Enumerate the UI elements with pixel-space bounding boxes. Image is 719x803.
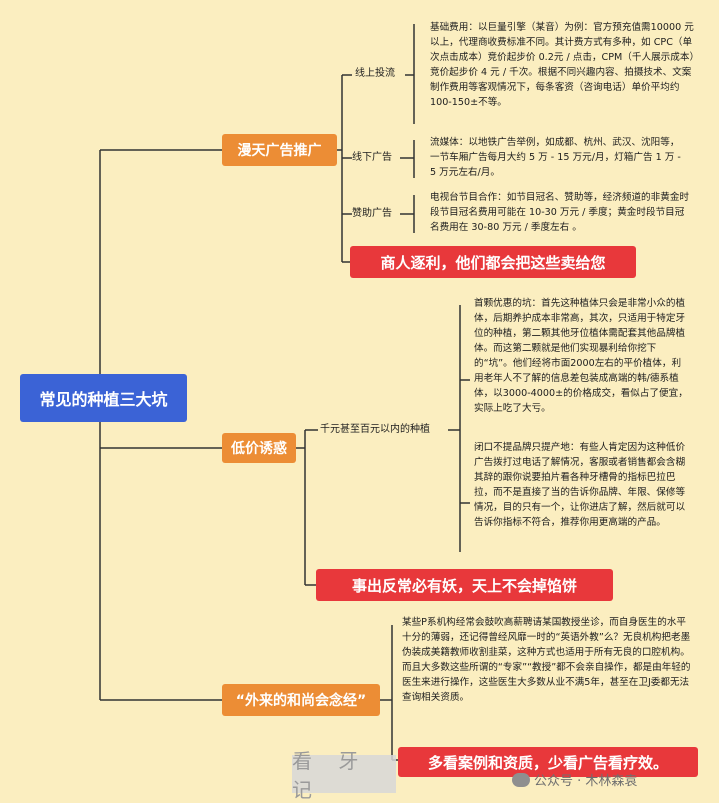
root-node: 常见的种植三大坑 (20, 374, 187, 422)
category-label: 漫天广告推广 (237, 143, 322, 159)
foreign-monk-text: 某些P系机构经常会鼓吹高薪聘请某国教授坐诊，而自身医生的水平十分的薄弱，还记得曾… (402, 617, 691, 703)
first-implant-text: 首颗优惠的坑：首先这种植体只会是非常小众的植体，后期养护成本非常高，其次，只适用… (474, 298, 688, 414)
highlight-label: 商人逐利，他们都会把这些卖给您 (380, 253, 606, 272)
category-foreign-monk: “外来的和尚会念经” (222, 684, 380, 716)
category-label: 低价诱惑 (231, 441, 287, 457)
category-low-price: 低价诱惑 (222, 433, 296, 463)
highlight-check-cases: 多看案例和资质，少看广告看疗效。 (398, 747, 698, 777)
subtopic-cheap-implant: 千元甚至百元以内的种植 (320, 424, 430, 435)
highlight-label: 事出反常必有妖，天上不会掉馅饼 (351, 576, 577, 595)
watermark-account-label: 公众号 · 木林森袁 (534, 774, 638, 789)
root-label: 常见的种植三大坑 (39, 390, 168, 409)
subtopic-online-ads: 线上投流 (355, 68, 395, 79)
wechat-icon (512, 772, 530, 787)
sponsor-ads-text: 电视台节目合作：如节目冠名、赞助等，经济频道的非黄金时段节目冠名费用可能在 10… (430, 192, 690, 233)
subtopic-sponsor-ads: 赞助广告 (352, 208, 392, 219)
watermark-account: 公众号 · 木林森袁 (512, 770, 637, 789)
highlight-merchants: 商人逐利，他们都会把这些卖给您 (350, 246, 636, 278)
brand-origin-text: 闭口不提品牌只提产地：有些人肯定因为这种低价广告拨打过电话了解情况，客服或者销售… (474, 442, 686, 528)
highlight-no-free-lunch: 事出反常必有妖，天上不会掉馅饼 (316, 569, 613, 601)
subtopic-offline-ads: 线下广告 (352, 152, 392, 163)
offline-ads-text: 流媒体：以地铁广告举例，如成都、杭州、武汉、沈阳等，一节车厢广告每月大约 5 万… (430, 137, 681, 178)
watermark-left: 看 牙 记 (292, 749, 396, 802)
highlight-label: 多看案例和资质，少看广告看疗效。 (427, 753, 668, 772)
category-label: “外来的和尚会念经” (235, 693, 367, 709)
online-ads-text: 基础费用：以巨量引擎（某音）为例：官方预充值需10000 元以上，代理商收费标准… (430, 22, 695, 108)
category-ad-promotion: 漫天广告推广 (222, 134, 337, 166)
